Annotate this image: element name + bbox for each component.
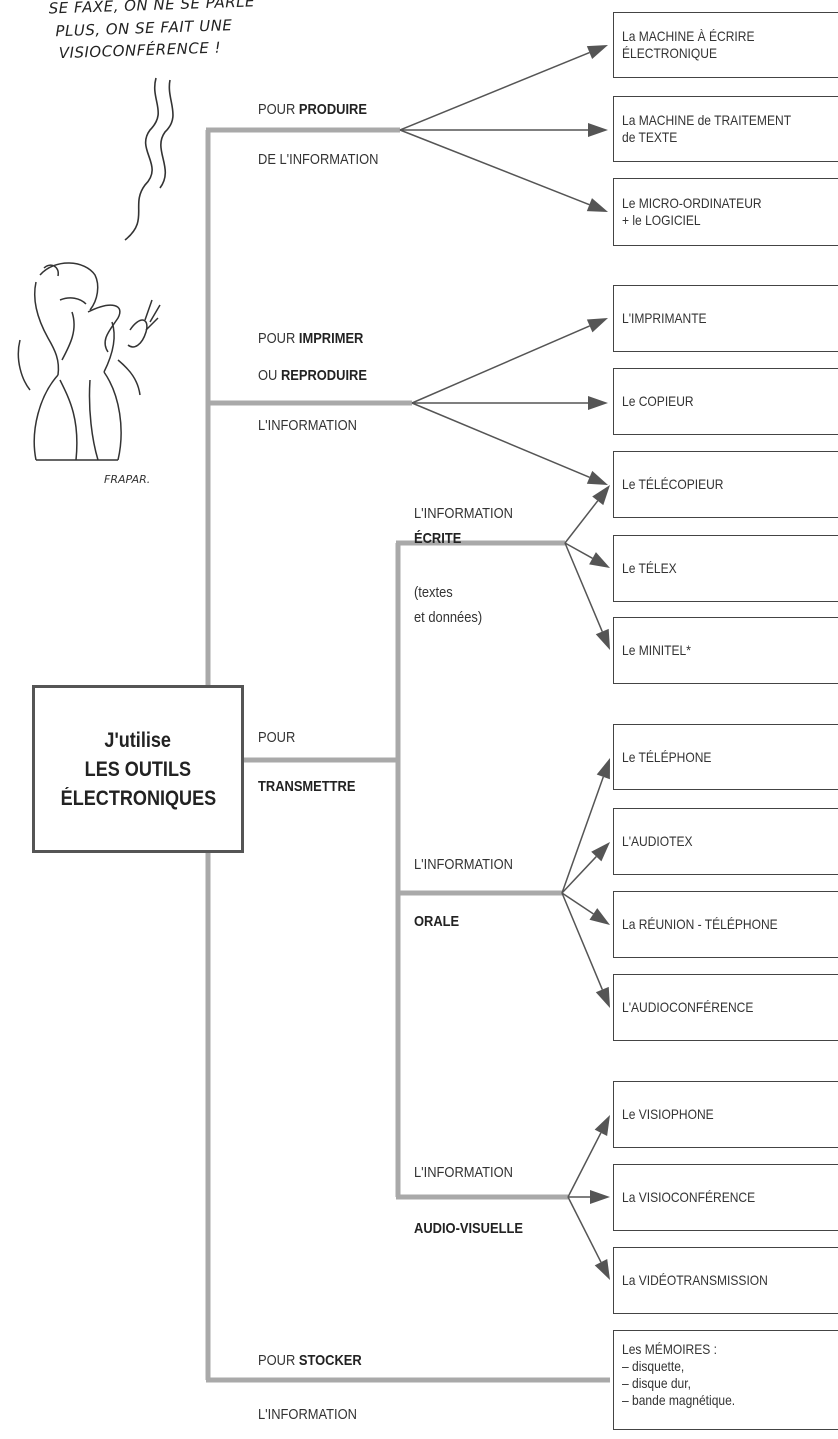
produire-label: POUR PRODUIRE	[258, 101, 367, 118]
ecrite-note: (textes	[414, 584, 453, 601]
central-title-line: J'utilise	[104, 728, 172, 752]
box-label: Le MINITEL*	[622, 642, 691, 658]
box-label: La MACHINE de TRAITEMENT	[622, 112, 792, 128]
stocker-label: POUR STOCKER	[258, 1352, 362, 1369]
box-label: + le LOGICIEL	[622, 212, 701, 228]
box-label: ÉLECTRONIQUE	[622, 45, 718, 61]
box-label: Le VISIOPHONE	[622, 1106, 714, 1122]
box-audioconference: L'AUDIOCONFÉRENCE	[613, 974, 838, 1041]
arrowhead	[590, 1190, 610, 1204]
arrow-shaft	[411, 325, 590, 404]
box-label: – disque dur,	[622, 1375, 691, 1391]
arrowhead	[588, 396, 608, 410]
audiovisuelle-label: L'INFORMATION	[414, 1164, 513, 1181]
arrow-shaft	[564, 542, 603, 632]
audiovisuelle-verb: AUDIO-VISUELLE	[414, 1220, 523, 1237]
box-telephone: Le TÉLÉPHONE	[613, 724, 838, 790]
arrow-shaft	[411, 402, 590, 478]
box-label: La VIDÉOTRANSMISSION	[622, 1272, 768, 1288]
produire-sublabel: DE L'INFORMATION	[258, 151, 379, 168]
arrow-shaft	[564, 500, 599, 544]
box-micro-ordinateur: Le MICRO-ORDINATEUR + le LOGICIEL	[613, 178, 838, 246]
arrowhead	[592, 485, 610, 506]
box-label: La MACHINE À ÉCRIRE	[622, 28, 755, 44]
box-label: – disquette,	[622, 1358, 685, 1374]
box-traitement-texte: La MACHINE de TRAITEMENT de TEXTE	[613, 96, 838, 162]
arrowhead	[595, 628, 610, 650]
arrowhead	[589, 552, 610, 568]
box-telex: Le TÉLEX	[613, 535, 838, 602]
box-label: Le TÉLÉPHONE	[622, 748, 712, 765]
arrowhead	[594, 1115, 610, 1136]
arrowhead	[596, 758, 610, 780]
transmettre-verb: TRANSMETTRE	[258, 778, 356, 795]
arrow-shaft	[561, 856, 597, 894]
stocker-sublabel: L'INFORMATION	[258, 1406, 357, 1423]
orale-verb: ORALE	[414, 913, 460, 930]
speech-tail	[124, 77, 160, 241]
box-copieur: Le COPIEUR	[613, 368, 838, 435]
cartoon-illustration	[17, 77, 174, 461]
box-visiophone: Le VISIOPHONE	[613, 1081, 838, 1148]
box-label: Le MICRO-ORDINATEUR	[622, 195, 762, 211]
arrowhead	[594, 1258, 610, 1280]
orale-label: L'INFORMATION	[414, 856, 513, 873]
arrowhead	[591, 842, 610, 862]
box-label: Le COPIEUR	[622, 393, 694, 409]
cartoon-signature: FRAPAR.	[104, 473, 151, 486]
box-label: L'AUDIOTEX	[622, 833, 693, 849]
box-videotransmission: La VIDÉOTRANSMISSION	[613, 1247, 838, 1314]
arrow-shaft	[564, 542, 593, 559]
box-label: Le TÉLÉCOPIEUR	[622, 476, 724, 492]
arrow-shaft	[561, 892, 594, 915]
arrowhead	[589, 908, 610, 925]
box-minitel: Le MINITEL*	[613, 617, 838, 684]
arrowhead	[586, 470, 608, 485]
arrowhead	[595, 986, 610, 1008]
ecrite-note: et données)	[414, 609, 483, 626]
ecrite-label: L'INFORMATION	[414, 505, 513, 522]
transmettre-label: POUR	[258, 729, 296, 746]
imprimer-label: POUR IMPRIMER	[258, 330, 364, 347]
box-telecopieur: Le TÉLÉCOPIEUR	[613, 451, 838, 518]
arrow-shaft	[567, 1132, 602, 1198]
box-memoires: Les MÉMOIRES : – disquette, – disque dur…	[613, 1330, 838, 1430]
box-machine-ecrire: La MACHINE À ÉCRIRE ÉLECTRONIQUE	[613, 12, 838, 78]
central-box: J'utilise LES OUTILS ÉLECTRONIQUES	[32, 685, 244, 853]
arrow-shaft	[561, 776, 605, 894]
speech-tail-inner	[159, 79, 174, 189]
ecrite-verb: ÉCRITE	[414, 530, 462, 547]
arrow-shaft	[561, 892, 603, 990]
box-visioconference: La VISIOCONFÉRENCE	[613, 1164, 838, 1231]
central-title-line: LES OUTILS	[84, 757, 192, 781]
box-label: L'AUDIOCONFÉRENCE	[622, 999, 754, 1015]
arrowhead	[586, 318, 608, 333]
arrowhead	[586, 45, 608, 60]
arrowhead	[588, 123, 608, 137]
arrowhead	[586, 198, 608, 212]
reproduire-label: OU REPRODUIRE	[258, 367, 367, 384]
box-label: L'IMPRIMANTE	[622, 310, 707, 326]
box-label: La RÉUNION - TÉLÉPHONE	[622, 916, 778, 932]
arrow-shaft	[399, 129, 590, 206]
imprimer-sublabel: L'INFORMATION	[258, 417, 357, 434]
box-imprimante: L'IMPRIMANTE	[613, 285, 838, 352]
box-label: Les MÉMOIRES :	[622, 1341, 718, 1357]
arrow-shaft	[399, 51, 590, 131]
box-label: La VISIOCONFÉRENCE	[622, 1189, 756, 1205]
box-label: Le TÉLEX	[622, 560, 677, 576]
box-label: de TEXTE	[622, 129, 678, 145]
central-title-line: ÉLECTRONIQUES	[60, 786, 216, 810]
man-drawing	[17, 262, 161, 461]
box-reunion-telephone: La RÉUNION - TÉLÉPHONE	[613, 891, 838, 958]
box-label: – bande magnétique.	[622, 1392, 736, 1408]
arrow-shaft	[567, 1196, 602, 1263]
box-audiotex: L'AUDIOTEX	[613, 808, 838, 875]
